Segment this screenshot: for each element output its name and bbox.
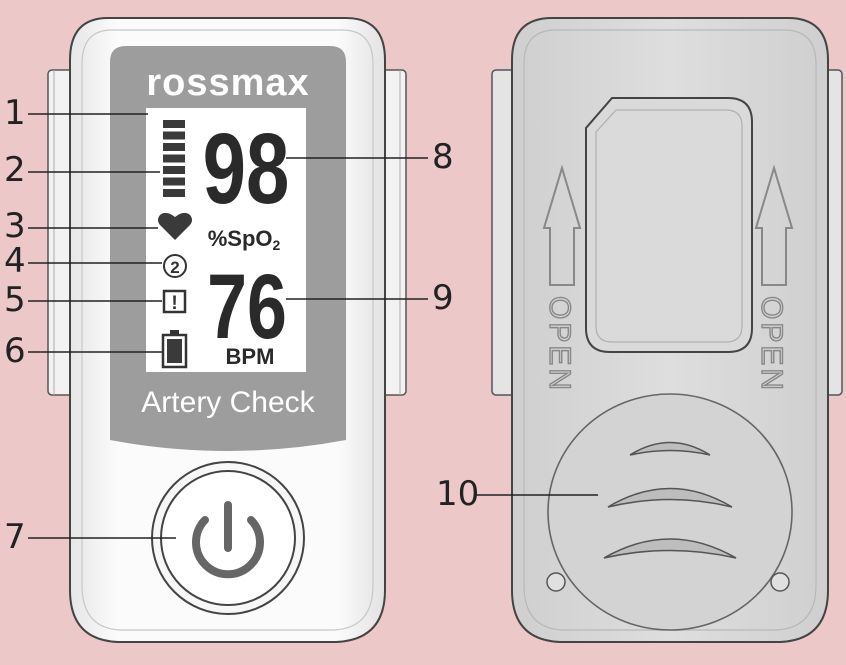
callout-1: 1 (4, 93, 26, 133)
callout-5: 5 (4, 280, 26, 320)
battery-icon (161, 330, 188, 369)
signal-bar (163, 131, 185, 140)
signal-bar (163, 154, 185, 163)
product-name: Artery Check (141, 386, 315, 419)
signal-bar (163, 143, 185, 151)
alert-symbol: ! (171, 293, 177, 314)
callout-3: 3 (4, 206, 26, 246)
callout-7: 7 (4, 517, 26, 557)
signal-bar (163, 189, 185, 197)
callout-2: 2 (4, 150, 26, 190)
spo2-unit: %SpO2 (208, 226, 281, 253)
back-view: OPEN OPEN (491, 17, 843, 643)
power-icon (192, 501, 264, 579)
pulse-unit: BPM (226, 344, 275, 369)
open-arrow-left-icon (542, 164, 582, 286)
signal-strength-bars (163, 120, 185, 197)
screw-left-icon (546, 572, 566, 592)
spo2-unit-subscript: 2 (273, 237, 281, 253)
spo2-unit-prefix: %SpO (208, 226, 273, 251)
mode-number: 2 (170, 258, 179, 277)
pulse-value: 76 (207, 255, 287, 358)
callout-8: 8 (432, 137, 454, 177)
callout-6: 6 (4, 331, 26, 371)
open-label-left: OPEN (543, 296, 576, 393)
grip-ridges (603, 441, 737, 559)
front-view: rossmax 2 ! 98 %SpO2 76 BPM Artery Check (47, 17, 407, 643)
heart-icon (158, 212, 192, 240)
callout-10: 10 (436, 474, 479, 514)
alert-icon (162, 289, 187, 314)
callouts: 1 2 3 4 5 6 7 8 9 10 (4, 93, 598, 557)
battery-door[interactable] (585, 97, 753, 353)
screw-right-icon (770, 572, 790, 592)
finger-grip-pad (547, 393, 793, 631)
signal-bar (163, 166, 185, 174)
open-arrow-right-icon (754, 164, 794, 286)
brand-logo: rossmax (146, 62, 309, 104)
lcd-screen (146, 108, 306, 372)
callout-4: 4 (4, 241, 26, 281)
open-label-right: OPEN (755, 296, 788, 393)
spo2-value: 98 (203, 114, 290, 226)
signal-bar (163, 177, 185, 186)
callout-9: 9 (432, 278, 454, 318)
mode-indicator-icon (163, 254, 187, 278)
signal-bar (163, 120, 185, 128)
